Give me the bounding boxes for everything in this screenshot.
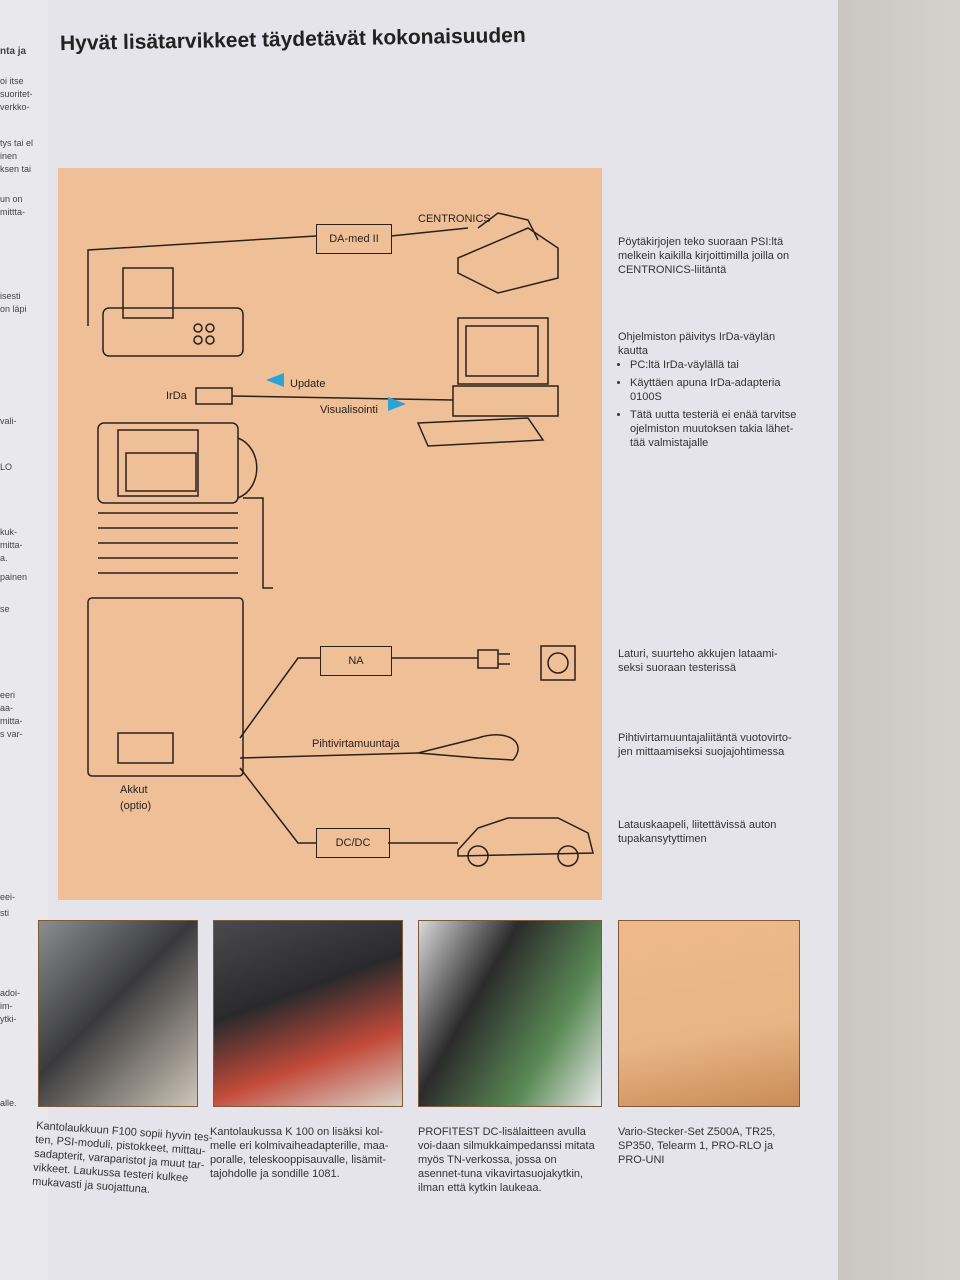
left-fragment: isesti xyxy=(0,291,21,301)
update-intro: Ohjelmiston päivitys IrDa-väylän kautta xyxy=(618,331,776,357)
previous-page-edge: nta ja oi itse suoritet- verkko- tys tai… xyxy=(0,0,49,1280)
clamp-description: Pihtivirtamuuntajaliitäntä vuotovirto-je… xyxy=(618,732,792,758)
list-item: PC:ltä IrDa-väylällä tai xyxy=(630,358,798,372)
left-fragment: a. xyxy=(0,553,8,563)
centronics-label: CENTRONICS xyxy=(418,213,491,225)
left-fragment: ytki- xyxy=(0,1014,17,1024)
photo-case-k100 xyxy=(213,920,403,1107)
left-fragment: sti xyxy=(0,908,9,918)
car-icon xyxy=(457,817,594,857)
update-description: Ohjelmiston päivitys IrDa-väylän kautta … xyxy=(618,330,798,454)
left-fragment: alle. xyxy=(0,1098,17,1108)
current-clamp-icon xyxy=(417,734,519,761)
photo-case-f100 xyxy=(38,920,198,1107)
left-fragment: eeri xyxy=(0,690,16,700)
caption-vario: Vario-Stecker-Set Z500A, TR25, SP350, Te… xyxy=(618,1126,776,1166)
left-fragment: suoritet- xyxy=(0,89,33,99)
caption-f100: Kantolaukkuun F100 sopii hyvin tes-ten, … xyxy=(31,1119,213,1196)
left-fragment: se xyxy=(0,604,10,614)
update-arrow-icon xyxy=(266,373,284,387)
optio-label: (optio) xyxy=(120,800,152,812)
left-fragment: oi itse xyxy=(0,76,24,86)
page-title: Hyvät lisätarvikkeet täydetävät kokonais… xyxy=(59,23,526,56)
left-fragment: vali- xyxy=(0,416,17,426)
printer-icon xyxy=(457,227,559,294)
socket-icon xyxy=(540,645,576,681)
left-fragment: aa- xyxy=(0,703,14,713)
tester-icon xyxy=(97,422,239,504)
clamp-label: Pihtivirtamuuntaja xyxy=(312,738,400,750)
list-item: Tätä uutta testeriä ei enää tarvitse oje… xyxy=(630,408,798,450)
left-fragment: eei- xyxy=(0,892,16,902)
caption-k100: Kantolaukussa K 100 on lisäksi kol-melle… xyxy=(210,1126,389,1180)
na-box: NA xyxy=(320,646,392,676)
left-fragment: mittta- xyxy=(0,207,26,217)
car-description: Latauskaapeli, liitettävissä auton tupak… xyxy=(618,819,777,845)
left-fragment: ksen tai xyxy=(0,164,32,174)
charger-description: Laturi, suurteho akkujen lataami-seksi s… xyxy=(618,648,778,674)
caption-profitest: PROFITEST DC-lisälaitteen avulla voi-daa… xyxy=(418,1126,595,1194)
left-fragment: im- xyxy=(0,1001,13,1011)
visualisointi-label: Visualisointi xyxy=(320,404,378,416)
photo-profitest-dc xyxy=(418,920,602,1107)
accessory-diagram: DA-med II CENTRONICS IrDa Update Visuali… xyxy=(58,168,602,900)
left-fragment: adoi- xyxy=(0,988,21,998)
list-item: Käyttäen apuna IrDa-adapteria 0100S xyxy=(630,376,798,404)
visualisointi-arrow-icon xyxy=(388,397,406,411)
table-surface xyxy=(838,0,960,1280)
left-fragment: kuk- xyxy=(0,527,18,537)
dcdc-box: DC/DC xyxy=(316,828,390,858)
photo-vario-stecker-set xyxy=(618,920,800,1107)
update-label: Update xyxy=(290,378,326,390)
computer-monitor-icon xyxy=(457,317,549,385)
left-fragment: LO xyxy=(0,462,13,472)
brochure-page: Hyvät lisätarvikkeet täydetävät kokonais… xyxy=(32,0,838,1280)
left-fragment: mitta- xyxy=(0,540,23,550)
left-fragment: un on xyxy=(0,194,23,204)
da-med-box: DA-med II xyxy=(316,224,392,254)
akkut-label: Akkut xyxy=(120,784,148,796)
irda-label: IrDa xyxy=(166,390,187,402)
left-fragment: inen xyxy=(0,151,18,161)
left-fragment: on läpi xyxy=(0,304,27,314)
left-fragment: mitta- xyxy=(0,716,23,726)
left-fragment: s var- xyxy=(0,729,23,739)
update-list: PC:ltä IrDa-väylällä tai Käyttäen apuna … xyxy=(618,358,798,450)
diagram-drawing xyxy=(87,212,594,867)
left-fragment: painen xyxy=(0,572,28,582)
keyboard-icon xyxy=(416,417,545,447)
plug-icon xyxy=(477,649,510,669)
left-fragment: tys tai el xyxy=(0,138,34,148)
left-fragment: nta ja xyxy=(0,46,27,57)
left-fragment: verkko- xyxy=(0,102,30,112)
printer-description: Pöytäkirjojen teko suoraan PSI:ltä melke… xyxy=(618,236,790,276)
